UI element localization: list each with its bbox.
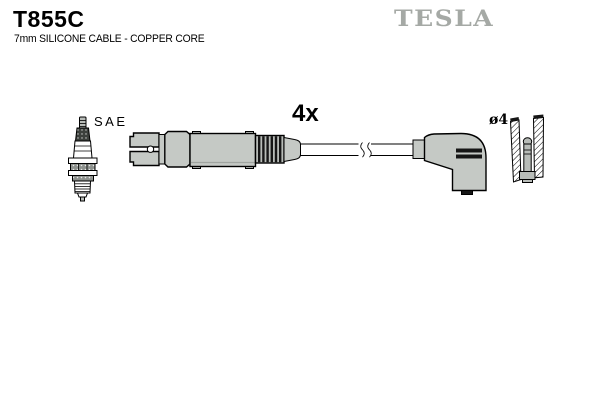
ignition-cable-icon [129, 130, 487, 195]
terminal-diameter-label: ø4 [489, 112, 509, 128]
terminal-sleeve-icon [509, 114, 545, 183]
quantity-label: 4x [292, 100, 319, 127]
spark-plug-icon [68, 116, 98, 202]
distributor-connector-icon [129, 130, 301, 169]
plug-standard-label: SAE [94, 114, 128, 129]
part-number: T855C [13, 6, 85, 32]
brand-logo: TESLA [394, 6, 495, 32]
part-description: 7mm SILICONE CABLE - COPPER CORE [14, 33, 205, 45]
angled-boot-icon [412, 132, 487, 195]
